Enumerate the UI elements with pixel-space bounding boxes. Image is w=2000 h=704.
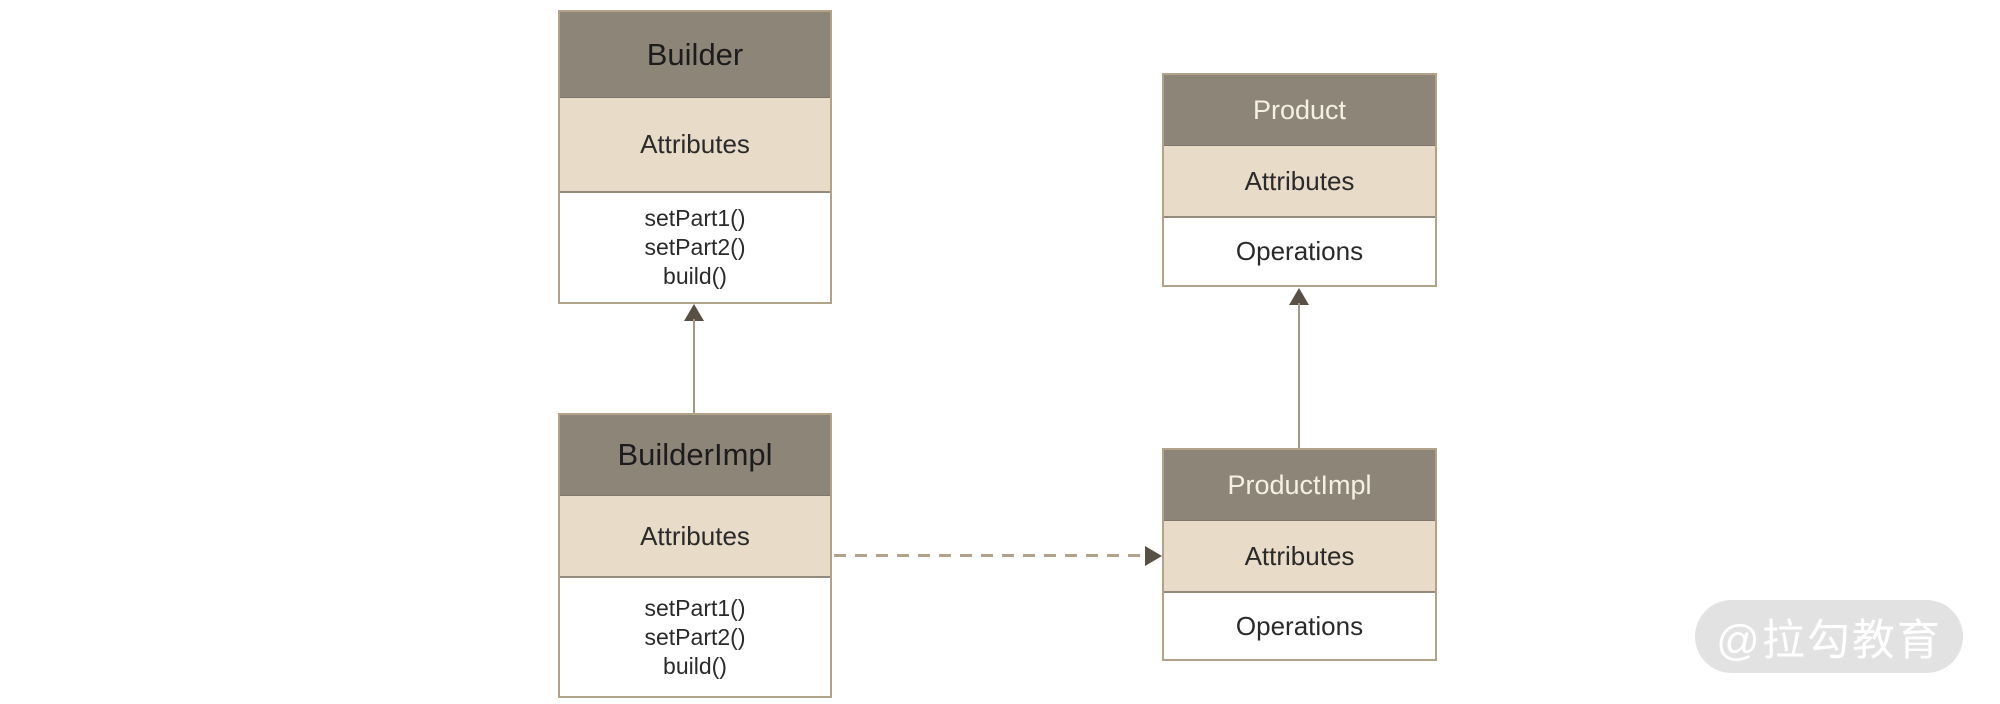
method-label: build() [663,263,727,289]
operations-section-builderimpl: setPart1() setPart2() build() [560,578,830,696]
arrowhead-right-icon [1145,546,1162,566]
method-label: setPart2() [644,234,746,260]
arrowhead-up-icon [684,304,704,321]
method-label: build() [663,652,727,679]
attributes-section-builderimpl: Attributes [560,496,830,578]
method-label: setPart1() [644,594,746,621]
watermark-text: @拉勾教育 [1716,616,1942,665]
operations-section-product: Operations [1164,218,1435,285]
method-label: setPart1() [644,205,746,231]
relation-line [1298,303,1300,448]
operations-section-builder: setPart1() setPart2() build() [560,193,830,302]
method-label: setPart2() [644,623,746,650]
class-title-builderimpl: BuilderImpl [560,415,830,496]
class-title-productimpl: ProductImpl [1164,450,1435,521]
uml-class-productimpl: ProductImpl Attributes Operations [1162,448,1437,661]
relation-line [693,319,695,413]
uml-class-builder: Builder Attributes setPart1() setPart2()… [558,10,832,304]
watermark-badge: @拉勾教育 [1695,600,1963,673]
class-title-builder: Builder [560,12,830,98]
attributes-section-product: Attributes [1164,146,1435,218]
operations-section-productimpl: Operations [1164,593,1435,659]
arrowhead-up-icon [1289,288,1309,305]
uml-class-builderimpl: BuilderImpl Attributes setPart1() setPar… [558,413,832,698]
attributes-section-builder: Attributes [560,98,830,193]
attributes-section-productimpl: Attributes [1164,521,1435,593]
class-title-product: Product [1164,75,1435,146]
uml-class-product: Product Attributes Operations [1162,73,1437,287]
relation-dashed-line [834,554,1146,557]
